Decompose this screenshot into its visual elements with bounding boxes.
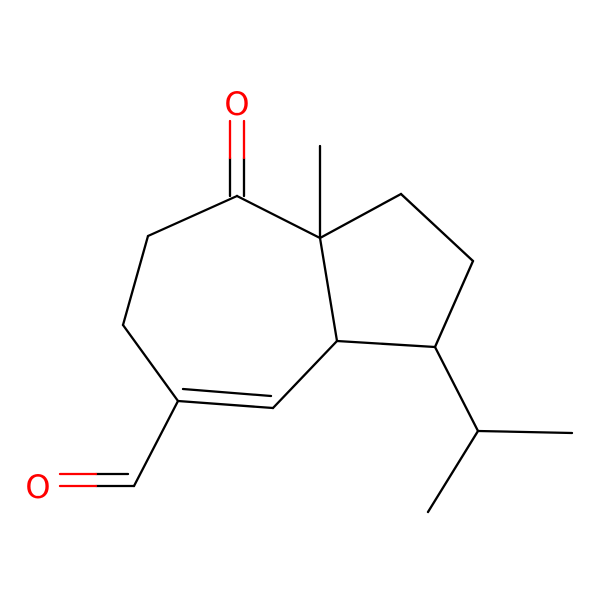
bond-c5-c6 [146,194,239,238]
bond-c3a-c3 [318,192,403,240]
isopropyl-methyl-bond-2 [426,429,480,514]
ring-double-bond [176,387,275,410]
bond-c9-c9a [271,339,339,410]
isopropyl-methyl-bond-1 [476,429,574,435]
bond-c1-c9a [335,339,437,349]
aldehyde-oxygen-label: O [25,468,50,506]
aldehyde-carbonyl-bond [58,472,136,488]
bond-c3a-c4 [235,194,322,240]
ketone-carbonyl-bond [228,119,246,198]
bond-c6-c7 [121,234,150,327]
isopropyl-bond [433,345,480,433]
aldehyde-ch-bond [132,399,180,488]
ketone-oxygen-label: O [224,85,249,123]
bond-c7-c8 [121,323,180,403]
bond-c9a-c3a [318,236,339,343]
bond-c3-c2 [399,192,475,263]
bond-c2-c1 [433,259,475,349]
